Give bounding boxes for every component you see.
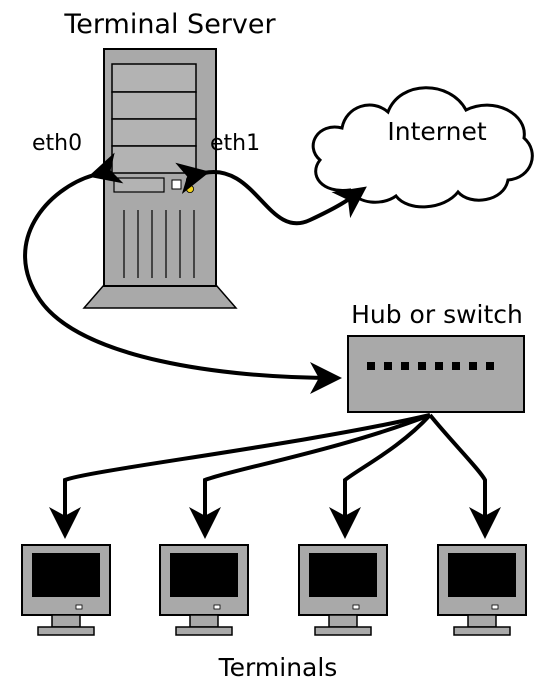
terminals-label: Terminals	[218, 653, 338, 682]
server-title: Terminal Server	[63, 9, 276, 40]
hub-icon	[347, 335, 525, 413]
server-icon	[82, 48, 238, 309]
internet-cloud-icon	[311, 86, 534, 209]
eth1-internet-link	[175, 162, 367, 226]
terminal-4-icon	[437, 544, 527, 636]
eth1-label: eth1	[210, 131, 260, 156]
hub-terminal-1-link	[49, 413, 431, 539]
hub-terminal-3-link	[329, 413, 432, 539]
eth0-label: eth0	[32, 131, 82, 156]
eth0-hub-link	[23, 152, 342, 394]
hub-title: Hub or switch	[351, 300, 523, 329]
terminal-1-icon	[21, 544, 111, 636]
hub-terminal-2-link	[189, 413, 431, 539]
internet-label: Internet	[387, 117, 486, 146]
hub-terminal-4-link	[428, 413, 501, 539]
terminal-2-icon	[159, 544, 249, 636]
terminal-3-icon	[298, 544, 388, 636]
connections	[23, 152, 501, 539]
